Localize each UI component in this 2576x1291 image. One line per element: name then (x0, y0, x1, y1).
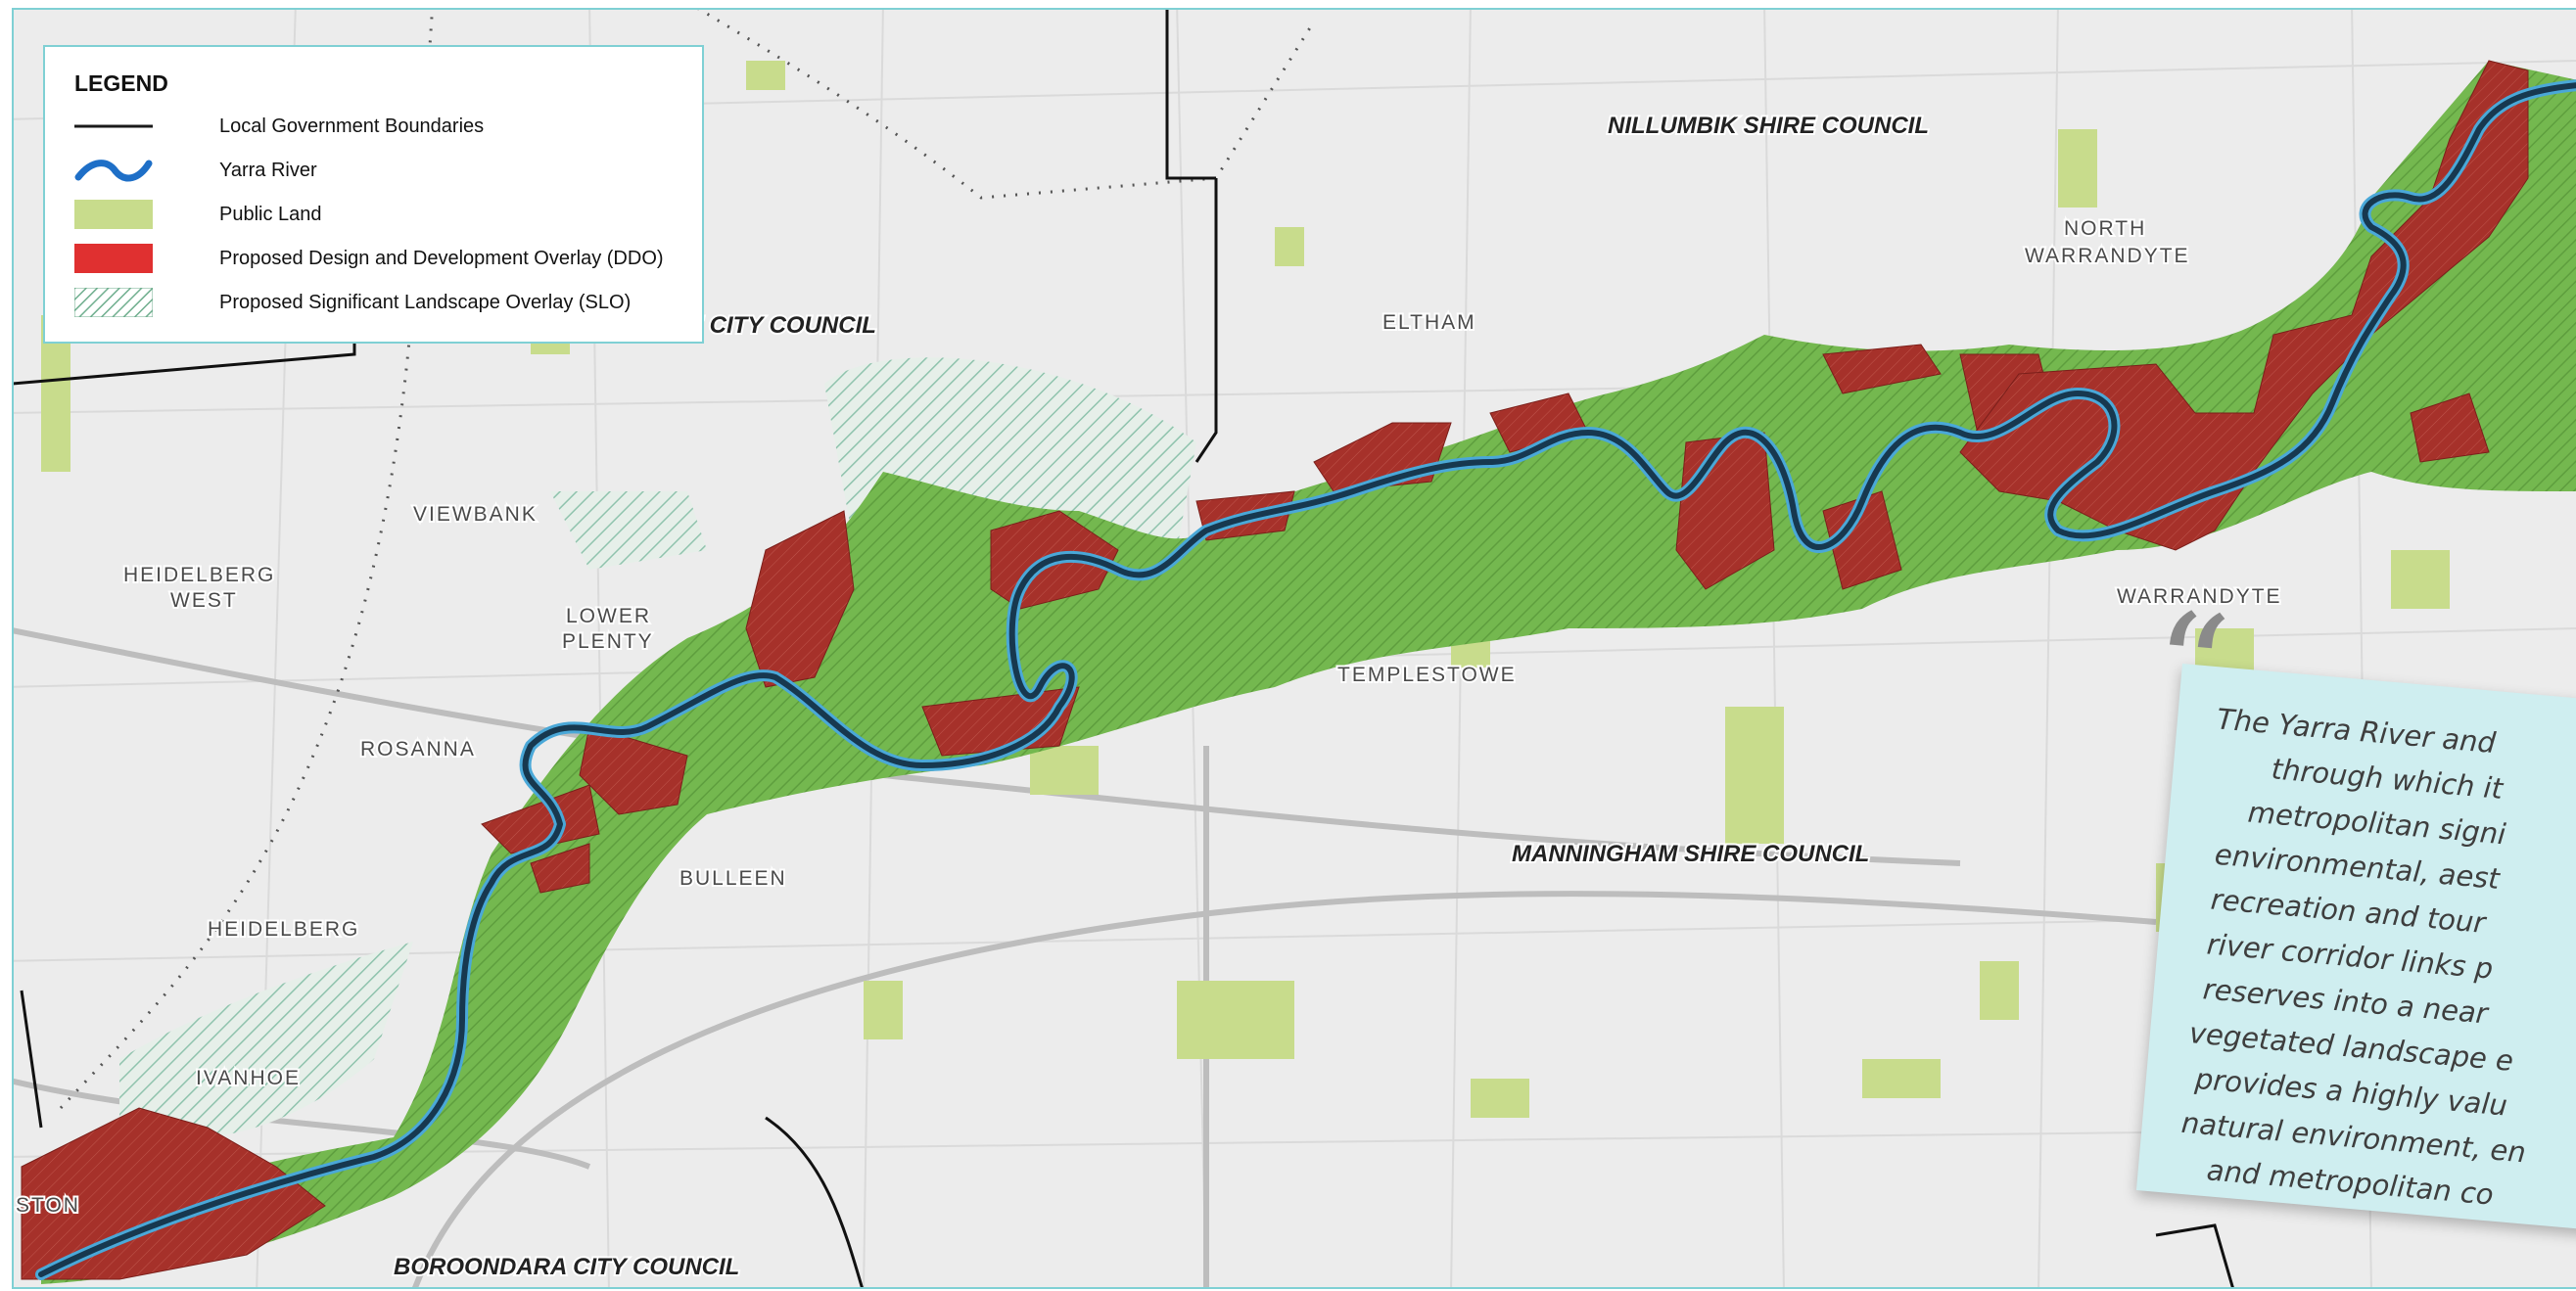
legend-title: LEGEND (74, 70, 168, 96)
map-legend: LEGEND Local Government Boundaries Yarra… (43, 45, 704, 344)
label-heidelberg-west-1: HEIDELBERG (123, 564, 275, 586)
legend-item-yarra-river: Yarra River (74, 156, 701, 185)
quote-card: “ The Yarra River and through which it m… (2135, 581, 2576, 1230)
quote-text: The Yarra River and through which it met… (2176, 696, 2576, 1228)
label-kew: STON (16, 1194, 80, 1217)
map-frame: NILLUMBIK SHIRE COUNCIL E CITY COUNCIL M… (12, 8, 2576, 1289)
label-north: NORTH (2064, 217, 2146, 240)
label-rosanna: ROSANNA (360, 738, 476, 761)
legend-item-slo: Proposed Significant Landscape Overlay (… (74, 288, 701, 317)
hatch-fill-icon (74, 288, 153, 317)
label-templestowe: TEMPLESTOWE (1337, 664, 1517, 686)
label-eltham: ELTHAM (1382, 311, 1476, 334)
label-viewbank: VIEWBANK (413, 503, 538, 526)
label-nillumbik: NILLUMBIK SHIRE COUNCIL (1608, 113, 1929, 139)
place-labels: NILLUMBIK SHIRE COUNCIL E CITY COUNCIL M… (14, 111, 2282, 1282)
legend-item-public-land: Public Land (74, 200, 701, 229)
label-ivanhoe: IVANHOE (196, 1067, 301, 1089)
legend-item-ddo: Proposed Design and Development Overlay … (74, 244, 701, 273)
label-banyule: E CITY COUNCIL (687, 312, 876, 339)
label-heidelberg: HEIDELBERG (208, 918, 359, 941)
label-heidelberg-west-2: WEST (170, 589, 238, 612)
label-manningham: MANNINGHAM SHIRE COUNCIL (1512, 841, 1869, 867)
map-canvas: NILLUMBIK SHIRE COUNCIL E CITY COUNCIL M… (14, 10, 2576, 1287)
label-warrandyte: WARRANDYTE (2117, 585, 2282, 608)
label-boroondara: BOROONDARA CITY COUNCIL (394, 1254, 739, 1280)
label-plenty-2: PLENTY (562, 630, 654, 653)
black-line-icon (74, 124, 153, 128)
green-fill-icon (74, 200, 153, 229)
blue-wave-icon (74, 160, 153, 182)
slo-green-corridor (41, 61, 2576, 1284)
label-north-warrandyte: WARRANDYTE (2025, 245, 2190, 267)
legend-item-boundaries: Local Government Boundaries (74, 112, 701, 141)
label-bulleen: BULLEEN (679, 867, 787, 890)
label-lower: LOWER (566, 605, 651, 627)
ddo-areas (21, 60, 2529, 1280)
red-fill-icon (74, 244, 153, 273)
